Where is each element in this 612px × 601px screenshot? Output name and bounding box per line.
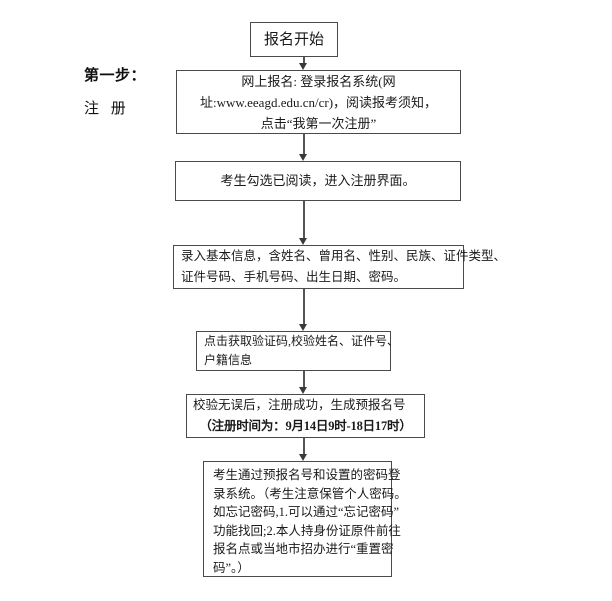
- step-label-group: 第一步： 注 册: [84, 66, 194, 119]
- node-get-verification-code: 点击获取验证码,校验姓名、证件号、 户籍信息: [196, 331, 400, 371]
- node-online-registration-line-3: 点击“我第一次注册”: [260, 115, 377, 131]
- arrow-register-ok-to-login-sys: [298, 438, 309, 461]
- node-get-verification-code-line-1: 点击获取验证码,校验姓名、证件号、: [204, 334, 400, 348]
- arrow-online-reg-to-checkbox: [298, 134, 309, 161]
- node-agree-checkbox-line-1: 考生勾选已阅读，进入注册界面。: [220, 173, 416, 188]
- arrow-start-to-online-reg: [298, 57, 309, 70]
- node-login-system: 考生通过预报名号和设置的密码登 录系统。（考生注意保管个人密码。 如忘记密码,1…: [203, 461, 407, 577]
- node-login-system-line-6: 码”。）: [213, 560, 250, 575]
- node-login-system-line-4: 功能找回;2.本人持身份证原件前往: [213, 523, 401, 538]
- node-enter-basic-info-line-2: 证件号码、手机号码、出生日期、密码。: [181, 270, 407, 284]
- arrow-checkbox-to-basic-info: [298, 201, 309, 245]
- node-registration-success: 校验无误后，注册成功，生成预报名号 （注册时间为：9月14日9时-18日17时）: [186, 394, 425, 438]
- step-name-label: 注 册: [84, 101, 130, 117]
- node-start: 报名开始: [250, 22, 338, 57]
- node-enter-basic-info-line-1: 录入基本信息，含姓名、曾用名、性别、民族、证件类型、: [181, 249, 507, 263]
- arrow-basic-info-to-verify-code: [298, 289, 309, 331]
- node-login-system-line-2: 录系统。（考生注意保管个人密码。: [213, 486, 407, 501]
- node-get-verification-code-line-2: 户籍信息: [204, 353, 253, 367]
- node-registration-success-time: （注册时间为：9月14日9时-18日17时）: [199, 419, 412, 433]
- step-number-label: 第一步：: [84, 68, 147, 84]
- node-registration-success-line-1: 校验无误后，注册成功，生成预报名号: [193, 398, 406, 412]
- node-agree-checkbox: 考生勾选已阅读，进入注册界面。: [175, 161, 461, 201]
- node-start-line-1: 报名开始: [263, 31, 324, 48]
- node-login-system-line-1: 考生通过预报名号和设置的密码登: [213, 468, 401, 482]
- node-login-system-line-3: 如忘记密码,1.可以通过“忘记密码”: [213, 505, 400, 519]
- node-online-registration-line-1: 网上报名: 登录报名系统(网: [241, 73, 396, 89]
- node-online-registration: 网上报名: 登录报名系统(网 址:www.eeagd.edu.cn/cr)，阅读…: [176, 70, 461, 134]
- node-login-system-line-5: 报名点或当地市招办进行“重置密: [213, 542, 394, 556]
- arrow-verify-code-to-register-ok: [298, 371, 309, 394]
- node-online-registration-line-2: 址:www.eeagd.edu.cn/cr)，阅读报考须知，: [199, 94, 438, 110]
- node-enter-basic-info: 录入基本信息，含姓名、曾用名、性别、民族、证件类型、 证件号码、手机号码、出生日…: [173, 245, 507, 289]
